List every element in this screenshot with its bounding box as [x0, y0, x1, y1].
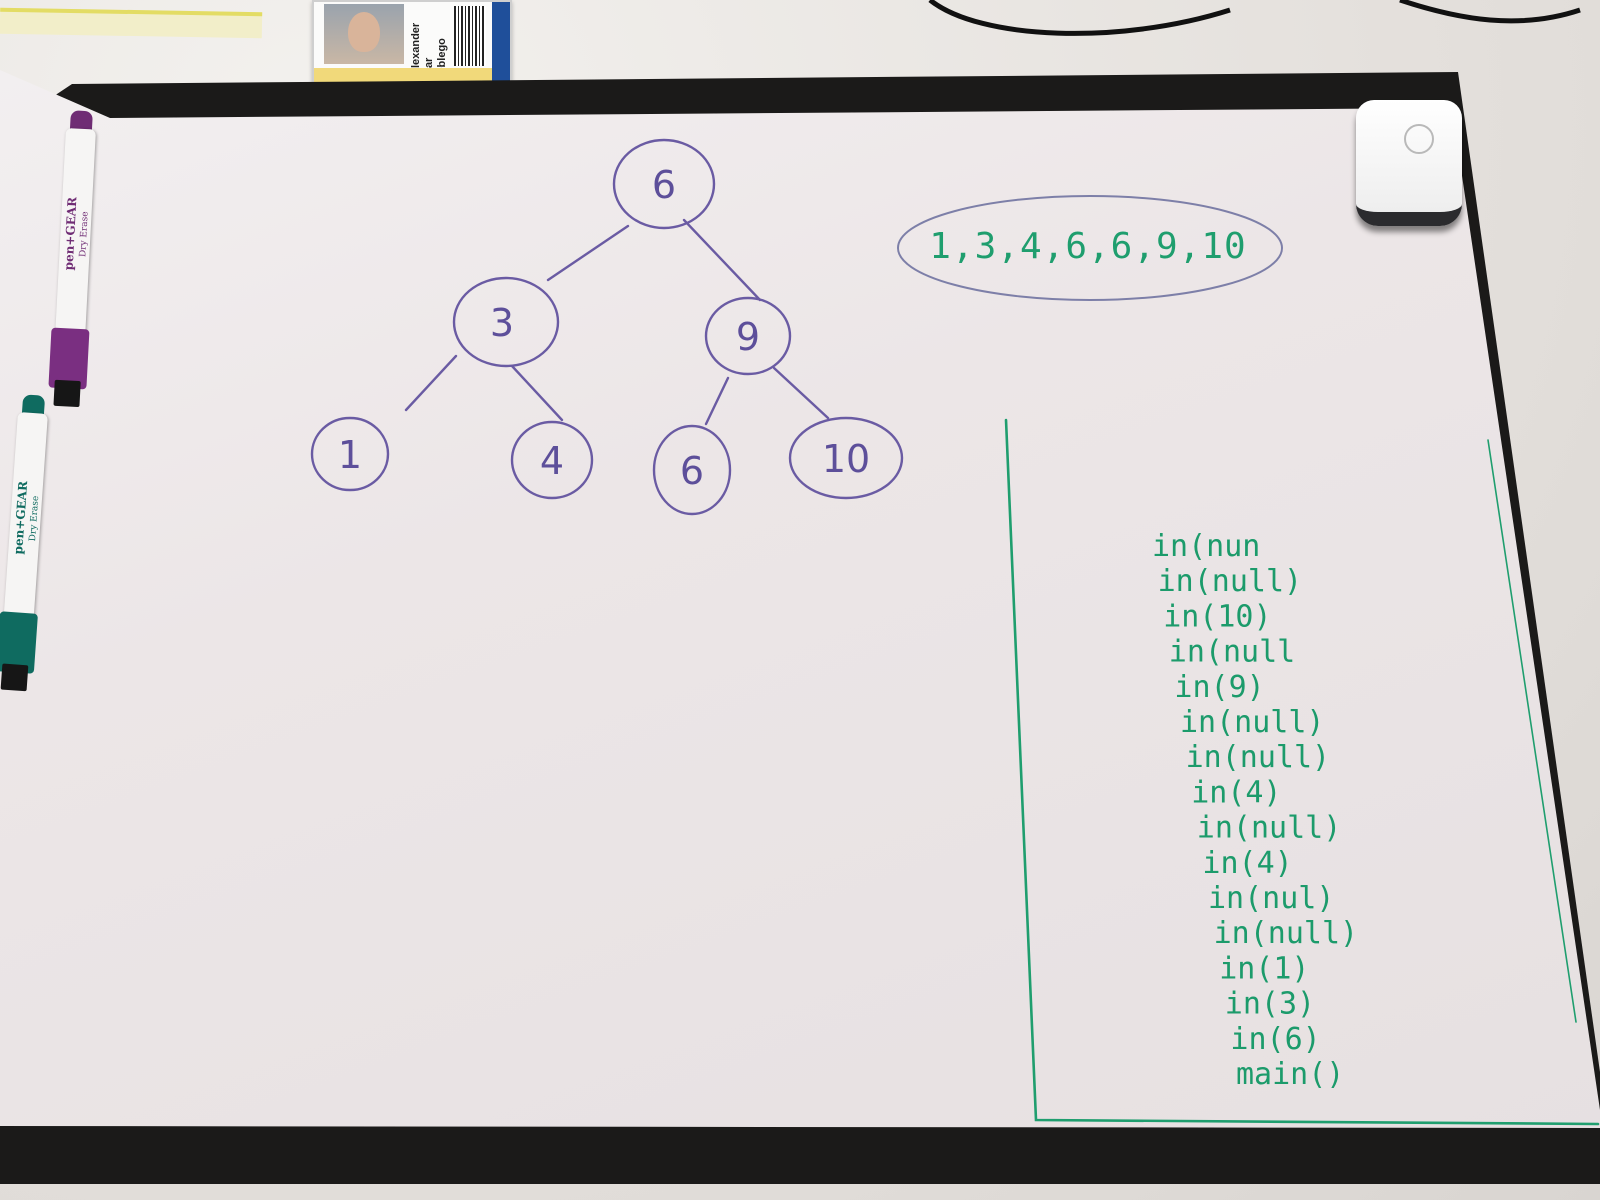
call-stack-frame: in(null) — [1158, 564, 1303, 599]
stack-box-lines — [1004, 418, 1600, 1126]
call-stack-frame: in(9) — [1174, 670, 1264, 705]
tree-node-left: 3 — [452, 276, 560, 368]
call-stack-frame: in(null) — [1186, 740, 1331, 775]
call-stack-box — [1004, 418, 1600, 1126]
tree-node-root: 6 — [612, 138, 716, 230]
call-stack-frame: in(null) — [1214, 916, 1359, 951]
edge-9-6 — [704, 376, 730, 426]
call-stack-frame: in(10) — [1163, 599, 1271, 634]
call-stack-frame: in(6) — [1230, 1022, 1320, 1057]
call-stack-frame: in(nul) — [1208, 881, 1334, 916]
tree-node-right: 9 — [704, 296, 792, 376]
call-stack-main: main() — [1236, 1057, 1344, 1092]
badge-barcode — [454, 6, 486, 66]
node-label: 6 — [652, 163, 676, 207]
marker-brand: pen+GEAR Dry Erase — [61, 188, 91, 279]
node-label: 10 — [822, 437, 870, 481]
node-label: 3 — [490, 301, 514, 345]
id-badge: Alexander Car Oblego — [312, 0, 512, 84]
marker-brand-sub: Dry Erase — [28, 495, 42, 542]
sequence-text: 1,3,4,6,6,9,10 — [929, 226, 1246, 267]
inorder-sequence: 1,3,4,6,6,9,10 — [897, 195, 1283, 301]
node-label: 4 — [540, 439, 564, 483]
edge-3-1 — [404, 354, 458, 412]
tree-node-lr: 4 — [510, 420, 594, 500]
edge-6-9 — [682, 218, 762, 302]
call-stack-frame: in(4) — [1202, 846, 1292, 881]
call-stack-frame: in(null) — [1180, 705, 1325, 740]
marker-eraser-end — [53, 379, 81, 408]
node-label: 6 — [680, 449, 704, 493]
sequence-outline — [897, 195, 1283, 301]
badge-bottom-band — [314, 68, 492, 82]
node-circle — [612, 138, 716, 230]
node-circle — [704, 296, 792, 376]
node-circle — [652, 424, 732, 516]
edge-3-4 — [510, 364, 564, 422]
cable — [928, 0, 1581, 36]
node-circle — [788, 416, 904, 500]
node-circle — [310, 416, 390, 492]
node-label: 1 — [338, 433, 362, 477]
whiteboard-eraser — [1356, 100, 1462, 226]
marker-brand-sub: Dry Erase — [78, 211, 91, 258]
call-stack-frame: in(null — [1169, 635, 1295, 670]
node-label: 9 — [736, 315, 760, 359]
stack-box-right-edge — [1487, 439, 1577, 1023]
edge-6-3 — [546, 224, 630, 282]
badge-stripe — [492, 2, 510, 82]
marker-brand-name: pen+GEAR — [61, 196, 80, 271]
call-stack-frame: in(3) — [1225, 987, 1315, 1022]
tree-node-ll: 1 — [310, 416, 390, 492]
eraser-logo-icon — [1404, 124, 1434, 154]
node-circle — [510, 420, 594, 500]
call-stack-frame: in(nun — [1152, 529, 1260, 564]
marker-eraser-end — [0, 663, 29, 692]
node-circle — [452, 276, 560, 368]
call-stack: in(nunin(null)in(10)in(nullin(9)in(null)… — [1152, 529, 1358, 1092]
call-stack-frame: in(1) — [1219, 951, 1309, 986]
tree-node-rl: 6 — [652, 424, 732, 516]
tree-edges — [404, 218, 830, 426]
edge-9-10 — [772, 366, 830, 420]
call-stack-frame: in(4) — [1191, 775, 1281, 810]
call-stack-frame: in(null) — [1197, 811, 1342, 846]
tree-node-rr: 10 — [788, 416, 904, 500]
badge-photo — [324, 4, 404, 64]
